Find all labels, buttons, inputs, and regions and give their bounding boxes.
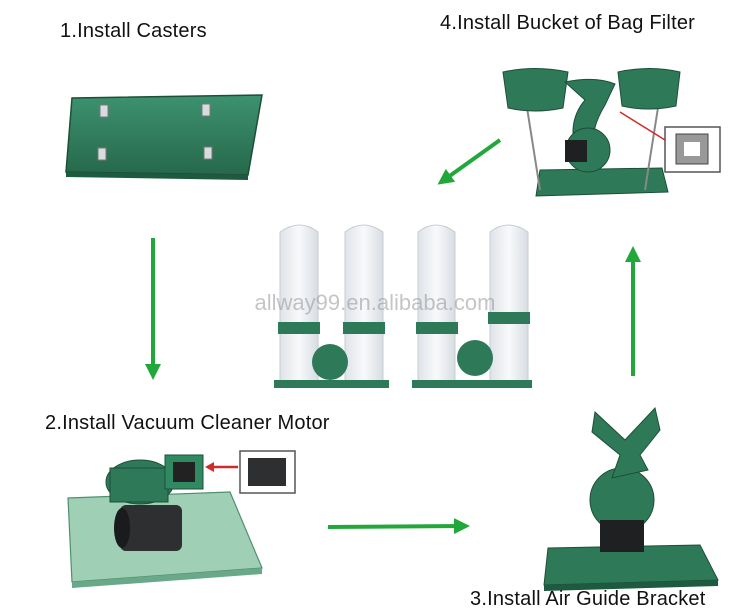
step3-air-guide-bracket: [543, 406, 719, 591]
step2-motor-assembly: [67, 450, 296, 588]
step4-bucket-assembly: [502, 68, 721, 197]
step1-base-plate: [65, 94, 263, 180]
step-1-label: 1.Install Casters: [60, 20, 207, 42]
completed-collector-right: [412, 224, 532, 388]
step-4-label: 4.Install Bucket of Bag Filter: [440, 12, 696, 34]
completed-collector-left: [274, 224, 389, 388]
arrow-right: [327, 518, 470, 535]
arrow-diagonal: [437, 138, 502, 185]
caster-mounts: [97, 103, 213, 161]
step-2-label: 2.Install Vacuum Cleaner Motor: [45, 412, 330, 434]
watermark: allway99.en.alibaba.com: [254, 290, 496, 315]
step-3-label: 3.Install Air Guide Bracket: [470, 588, 706, 610]
